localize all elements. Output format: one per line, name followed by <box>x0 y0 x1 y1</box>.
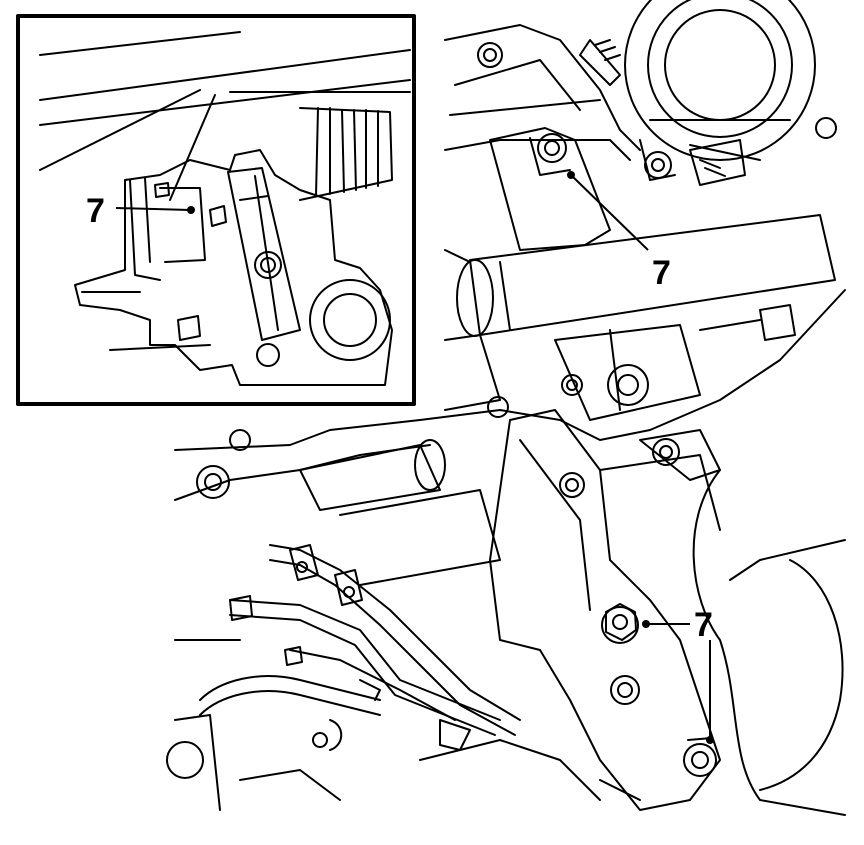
callout-7-upper: 7 <box>567 171 671 292</box>
lower-main-view <box>166 289 846 816</box>
inset-frame <box>16 14 416 406</box>
line-pipe-upper <box>269 544 521 721</box>
callout-7-lower: 7 <box>642 606 714 744</box>
upper-right-view <box>444 0 837 421</box>
callout-leader-dot <box>187 206 195 214</box>
inset-detail-view <box>16 14 416 406</box>
hose-corrugated <box>299 107 393 201</box>
callout-leader-dot <box>706 736 714 744</box>
bolt-lower <box>683 737 717 777</box>
housing-outline <box>74 149 393 386</box>
horizontal-tube <box>469 214 836 336</box>
line-pipe-lower <box>229 599 501 721</box>
bolt-main <box>601 603 639 644</box>
callout-label: 7 <box>86 192 105 230</box>
callout-7-inset: 7 <box>86 192 195 230</box>
callout-label: 7 <box>694 606 713 644</box>
callout-label: 7 <box>652 254 671 292</box>
central-bracket <box>489 409 721 811</box>
main-housing <box>174 289 846 451</box>
